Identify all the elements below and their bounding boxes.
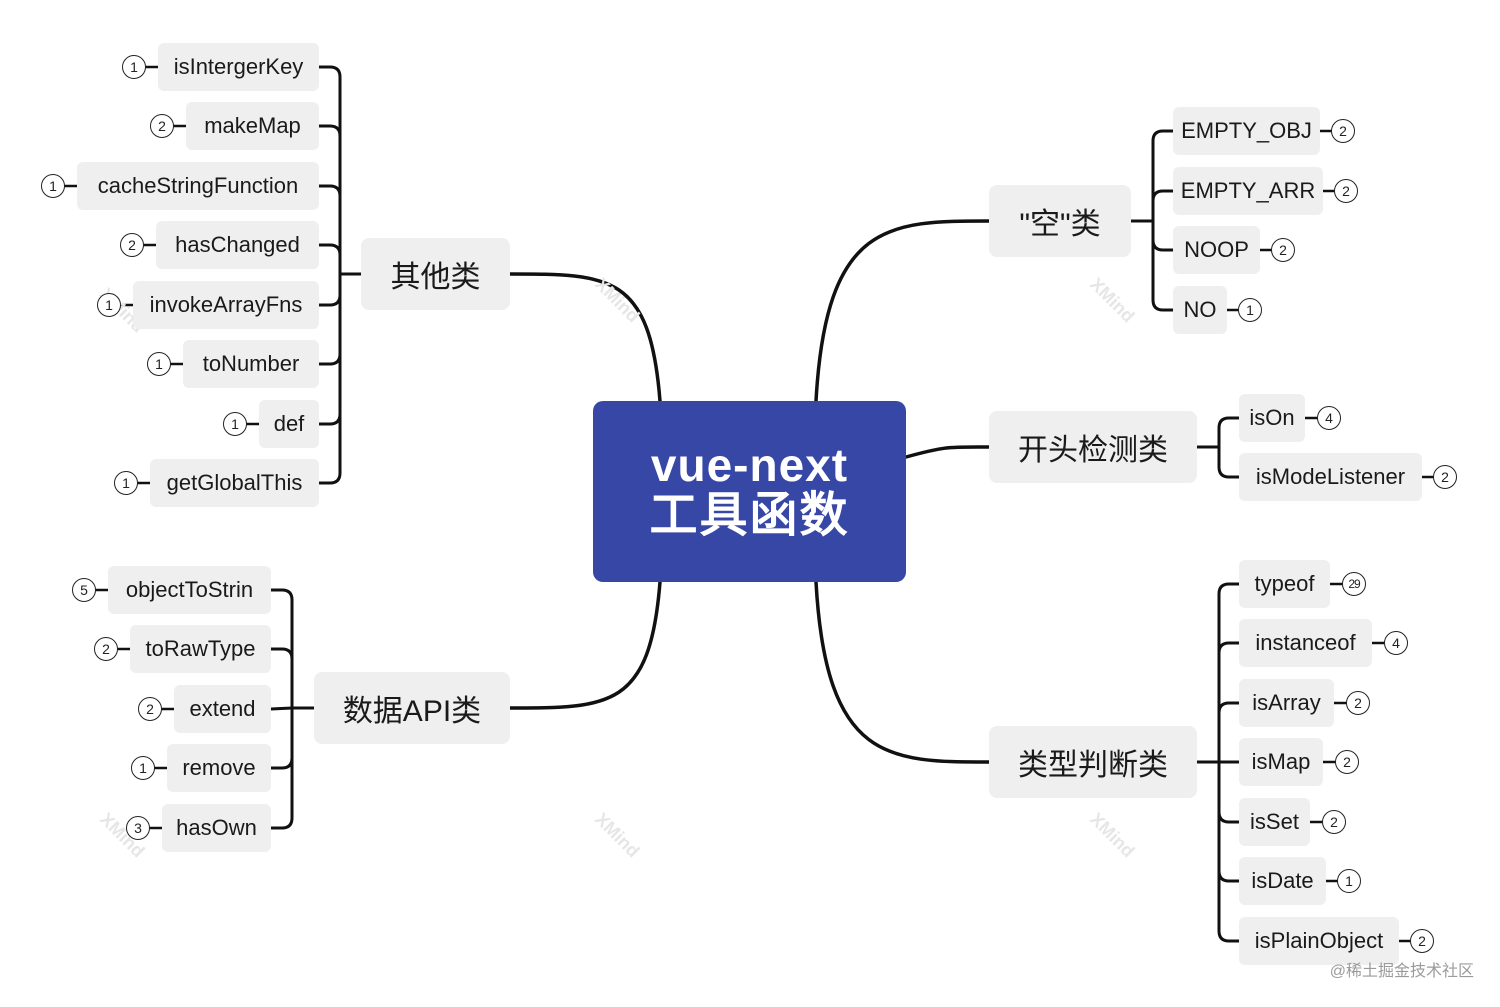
leaf-connector [1217, 582, 1241, 764]
leaf-connector [317, 272, 342, 426]
branch-connector [508, 580, 662, 710]
branch-prefix-check[interactable]: 开头检测类 [989, 411, 1197, 483]
count-badge: 5 [72, 578, 96, 602]
leaf-cache-string-function[interactable]: cacheStringFunction [77, 162, 319, 210]
leaf-connector [269, 706, 294, 830]
leaf-object-to-string[interactable]: objectToStrin [108, 566, 271, 614]
leaf-connector [269, 706, 294, 770]
leaf-connector [1217, 445, 1241, 479]
count-badge: 1 [1238, 298, 1262, 322]
count-badge: 2 [1433, 465, 1457, 489]
count-badge: 1 [1337, 869, 1361, 893]
branch-data-api[interactable]: 数据API类 [314, 672, 510, 744]
leaf-has-own[interactable]: hasOwn [162, 804, 271, 852]
leaf-is-on[interactable]: isOn [1239, 394, 1305, 442]
leaf-connector [1217, 760, 1241, 943]
root-subtitle: 工具函数 [649, 489, 850, 543]
leaf-get-global-this[interactable]: getGlobalThis [150, 459, 319, 507]
branch-type-check[interactable]: 类型判断类 [989, 726, 1197, 798]
leaf-def[interactable]: def [259, 400, 319, 448]
count-badge: 2 [1346, 691, 1370, 715]
leaf-empty-arr[interactable]: EMPTY_ARR [1173, 167, 1323, 215]
count-badge: 2 [120, 233, 144, 257]
leaf-empty-obj[interactable]: EMPTY_OBJ [1173, 107, 1320, 155]
leaf-connector [317, 124, 342, 276]
leaf-connector [317, 272, 342, 366]
branch-connector [814, 219, 991, 403]
count-badge: 29 [1342, 572, 1366, 596]
count-badge: 2 [1335, 750, 1359, 774]
leaf-connector [317, 243, 342, 276]
count-badge: 4 [1317, 406, 1341, 430]
leaf-is-date[interactable]: isDate [1239, 857, 1326, 905]
leaf-connector [317, 272, 342, 307]
count-badge: 3 [126, 816, 150, 840]
leaf-no[interactable]: NO [1173, 286, 1227, 334]
count-badge: 1 [223, 412, 247, 436]
branch-connector [814, 580, 991, 764]
leaf-extend[interactable]: extend [174, 685, 271, 733]
count-badge: 2 [138, 697, 162, 721]
count-badge: 2 [94, 637, 118, 661]
leaf-connector [317, 272, 342, 485]
leaf-is-map[interactable]: isMap [1239, 738, 1323, 786]
count-badge: 1 [122, 55, 146, 79]
count-badge: 1 [147, 352, 171, 376]
count-badge: 2 [1331, 119, 1355, 143]
count-badge: 1 [114, 471, 138, 495]
root-title: vue-next [650, 438, 849, 491]
leaf-connector [269, 647, 294, 710]
branch-empty[interactable]: "空"类 [989, 185, 1131, 257]
leaf-connector [269, 706, 294, 711]
leaf-to-number[interactable]: toNumber [183, 340, 319, 388]
count-badge: 1 [131, 756, 155, 780]
leaf-remove[interactable]: remove [167, 744, 271, 792]
leaf-connector [1151, 129, 1175, 223]
leaf-connector [1151, 219, 1175, 252]
leaf-is-set[interactable]: isSet [1239, 798, 1310, 846]
count-badge: 2 [1271, 238, 1295, 262]
branch-connector [508, 272, 662, 403]
leaf-is-array[interactable]: isArray [1239, 679, 1334, 727]
leaf-connector [269, 588, 294, 710]
leaf-to-raw-type[interactable]: toRawType [130, 625, 271, 673]
branch-other[interactable]: 其他类 [361, 238, 510, 310]
leaf-connector [317, 184, 342, 276]
leaf-instanceof[interactable]: instanceof [1239, 619, 1372, 667]
root-topic[interactable]: vue-next 工具函数 [593, 401, 906, 582]
leaf-noop[interactable]: NOOP [1173, 226, 1260, 274]
leaf-is-plain-object[interactable]: isPlainObject [1239, 917, 1399, 965]
leaf-connector [1151, 219, 1175, 312]
leaf-make-map[interactable]: makeMap [186, 102, 319, 150]
leaf-is-interger-key[interactable]: isIntergerKey [158, 43, 319, 91]
leaf-connector [1217, 641, 1241, 764]
source-credit: @稀土掘金技术社区 [1329, 963, 1474, 980]
leaf-connector [317, 65, 342, 276]
leaf-connector [1217, 416, 1241, 449]
branch-connector [904, 445, 991, 459]
count-badge: 1 [97, 293, 121, 317]
count-badge: 2 [150, 114, 174, 138]
leaf-invoke-array-fns[interactable]: invokeArrayFns [133, 281, 319, 329]
count-badge: 2 [1410, 929, 1434, 953]
leaf-is-mode-listener[interactable]: isModeListener [1239, 453, 1422, 501]
count-badge: 4 [1384, 631, 1408, 655]
leaf-connector [1217, 760, 1241, 824]
leaf-connector [1217, 701, 1241, 764]
leaf-typeof[interactable]: typeof [1239, 560, 1330, 608]
leaf-has-changed[interactable]: hasChanged [156, 221, 319, 269]
count-badge: 1 [41, 174, 65, 198]
leaf-connector [1151, 189, 1175, 223]
count-badge: 2 [1334, 179, 1358, 203]
count-badge: 2 [1322, 810, 1346, 834]
